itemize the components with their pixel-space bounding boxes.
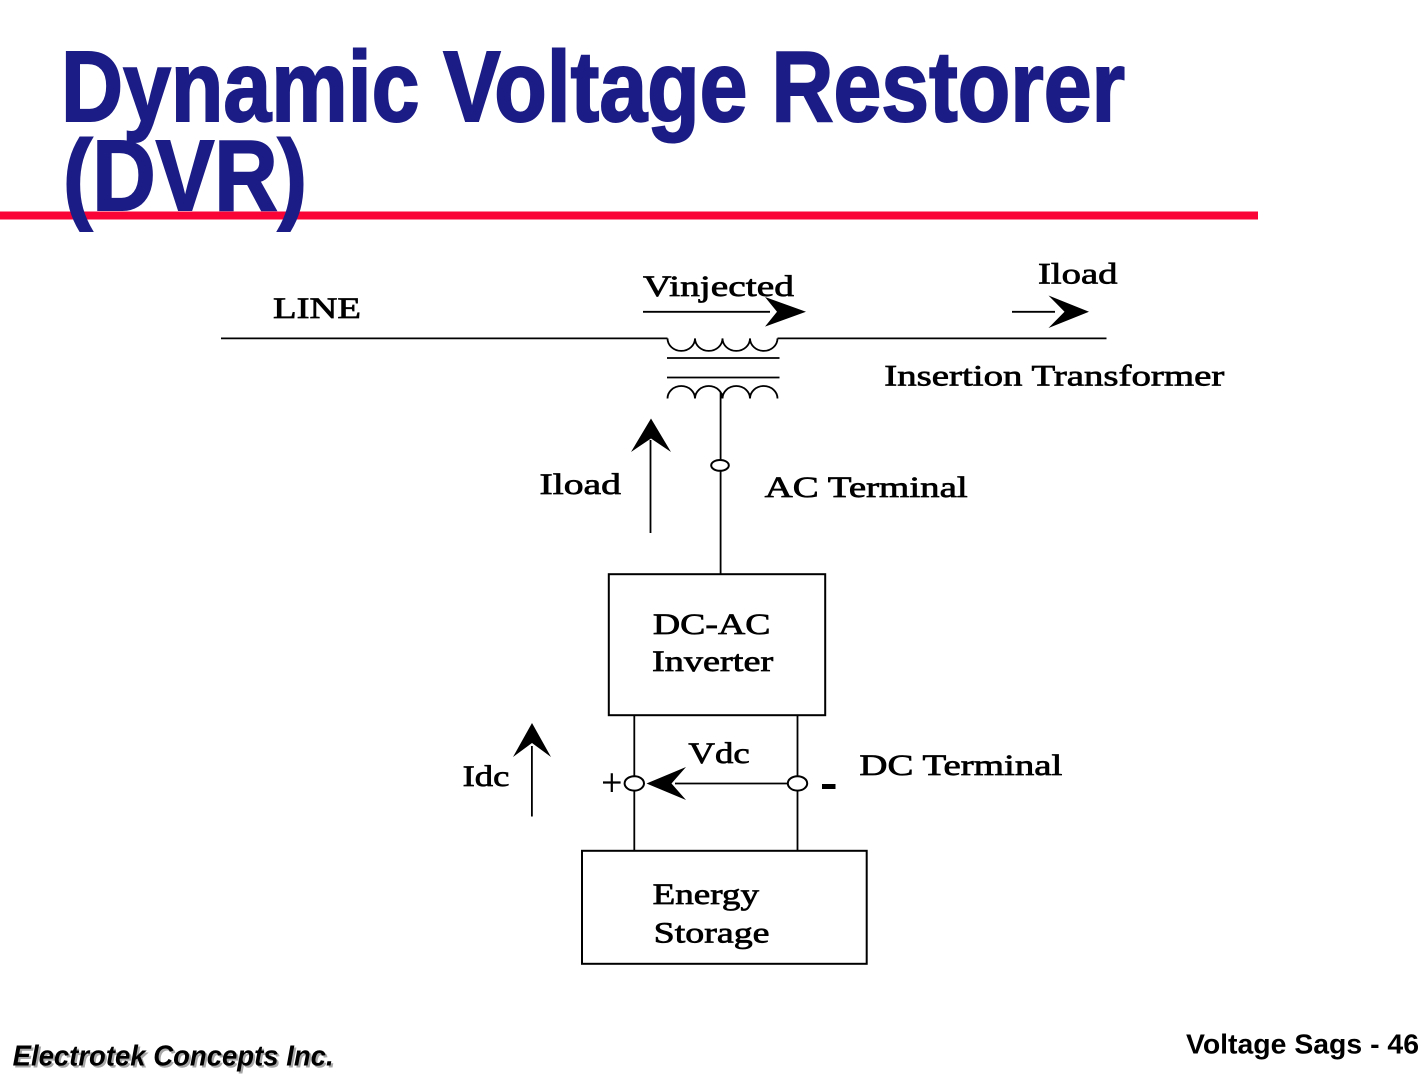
svg-text:(DVR): (DVR) (63, 120, 307, 232)
svg-text:DC Terminal: DC Terminal (859, 749, 1062, 782)
svg-text:Electrotek Concepts Inc.: Electrotek Concepts Inc. (13, 1040, 334, 1072)
svg-text:Iload: Iload (540, 468, 622, 501)
svg-text:Energy: Energy (653, 878, 759, 911)
svg-text:Storage: Storage (654, 916, 770, 949)
svg-text:Voltage Sags - 46: Voltage Sags - 46 (1186, 1028, 1419, 1059)
svg-text:AC Terminal: AC Terminal (765, 471, 968, 504)
svg-text:Idc: Idc (463, 760, 510, 793)
svg-text:Inverter: Inverter (652, 645, 773, 678)
svg-text:Electrotek Concepts Inc.: Electrotek Concepts Inc. (15, 1042, 336, 1074)
svg-text:Vinjected: Vinjected (643, 270, 794, 303)
svg-text:Dynamic Voltage Restorer: Dynamic Voltage Restorer (61, 31, 1125, 143)
svg-text:Vdc: Vdc (688, 737, 749, 770)
svg-text:DC-AC: DC-AC (653, 608, 771, 641)
svg-text:Iload: Iload (1038, 258, 1118, 291)
svg-text:LINE: LINE (273, 292, 361, 325)
svg-text:Insertion Transformer: Insertion Transformer (884, 359, 1224, 392)
